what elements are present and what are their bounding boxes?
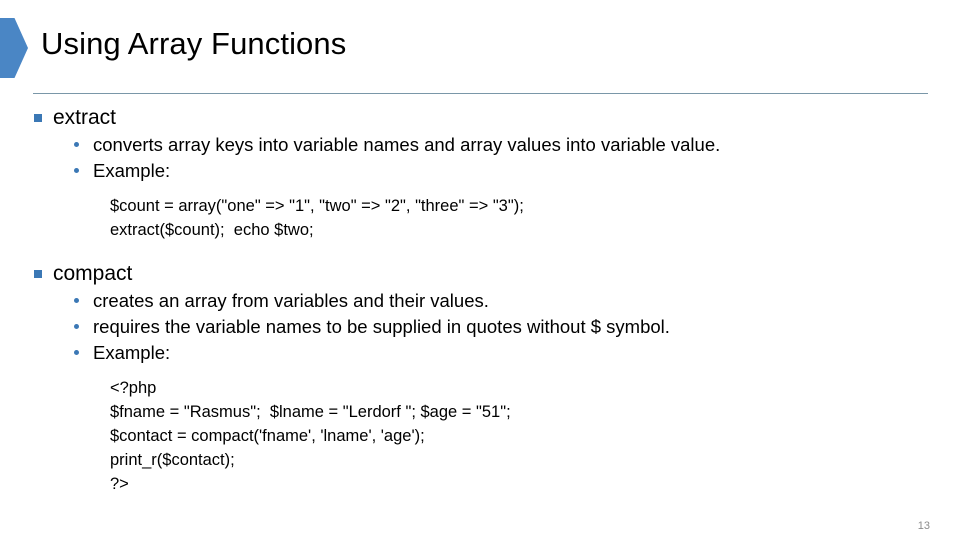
spacer	[0, 242, 960, 260]
code-line: $contact = compact('fname', 'lname', 'ag…	[110, 427, 425, 445]
section-extract: extract converts array keys into variabl…	[0, 104, 960, 242]
list-item: converts array keys into variable names …	[0, 132, 960, 158]
list-item-label: Example:	[93, 342, 171, 363]
square-bullet-icon	[34, 114, 42, 122]
title-divider	[33, 93, 928, 94]
page-number: 13	[917, 520, 930, 532]
code-line: extract($count); echo $two;	[110, 221, 314, 239]
section-heading-label: compact	[53, 262, 133, 285]
spacer	[0, 366, 960, 376]
square-bullet-icon	[34, 270, 42, 278]
list-item: requires the variable names to be suppli…	[0, 314, 960, 340]
section-heading: compact	[0, 260, 960, 287]
list-item-label: Example:	[93, 160, 171, 181]
list-item-label: requires the variable names to be suppli…	[93, 316, 670, 337]
list-item: creates an array from variables and thei…	[0, 288, 960, 314]
slide-body: extract converts array keys into variabl…	[0, 104, 960, 496]
round-bullet-icon	[74, 298, 79, 303]
list-item: Example:	[0, 158, 960, 184]
chevron-arrow-shape	[0, 18, 28, 78]
round-bullet-icon	[74, 350, 79, 355]
section-compact: compact creates an array from variables …	[0, 260, 960, 496]
spacer	[0, 184, 960, 194]
page-title: Using Array Functions	[41, 26, 347, 61]
section-heading: extract	[0, 104, 960, 131]
round-bullet-icon	[74, 324, 79, 329]
list-item-label: creates an array from variables and thei…	[93, 290, 489, 311]
code-line: <?php	[110, 379, 157, 397]
code-line: $count = array("one" => "1", "two" => "2…	[110, 197, 524, 215]
round-bullet-icon	[74, 168, 79, 173]
list-item-label: converts array keys into variable names …	[93, 134, 721, 155]
code-line: ?>	[110, 475, 129, 493]
list-item: Example:	[0, 340, 960, 366]
round-bullet-icon	[74, 142, 79, 147]
code-line: $fname = "Rasmus"; $lname = "Lerdorf "; …	[110, 403, 511, 421]
section-heading-label: extract	[53, 106, 117, 129]
code-line: print_r($contact);	[110, 451, 235, 469]
